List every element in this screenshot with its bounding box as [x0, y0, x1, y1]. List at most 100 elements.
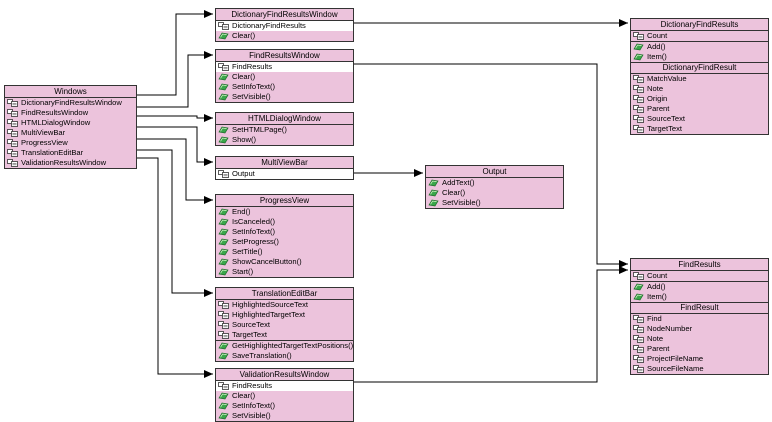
property-icon	[633, 75, 644, 83]
property-row[interactable]: FindResultsWindow	[5, 108, 136, 118]
method-row[interactable]: SaveTranslation()	[216, 351, 353, 361]
method-row[interactable]: End()	[216, 207, 353, 217]
property-row[interactable]: SourceText	[631, 114, 768, 124]
property-icon	[218, 22, 229, 30]
member-label: MatchValue	[647, 74, 687, 83]
method-row[interactable]: SetHTMLPage()	[216, 125, 353, 135]
method-icon	[218, 83, 229, 91]
property-row[interactable]: MatchValue	[631, 74, 768, 84]
class-title: DictionaryFindResultsWindow	[216, 9, 353, 21]
arrowhead-dfr	[619, 19, 628, 27]
property-row[interactable]: NodeNumber	[631, 324, 768, 334]
method-icon	[633, 43, 644, 51]
method-row[interactable]: Clear()	[216, 391, 353, 401]
property-row[interactable]: Origin	[631, 94, 768, 104]
property-row[interactable]: SourceFileName	[631, 364, 768, 374]
method-row[interactable]: SetVisible()	[216, 411, 353, 421]
method-row[interactable]: Clear()	[216, 31, 353, 41]
property-row[interactable]: FindResults	[216, 62, 353, 72]
method-row[interactable]: IsCanceled()	[216, 217, 353, 227]
property-row[interactable]: Note	[631, 84, 768, 94]
method-icon	[218, 392, 229, 400]
arrowhead-fr	[619, 266, 628, 274]
member-label: FindResults	[232, 381, 273, 390]
property-row[interactable]: DictionaryFindResults	[216, 21, 353, 31]
method-icon	[218, 208, 229, 216]
method-row[interactable]: SetVisible()	[216, 92, 353, 102]
property-row[interactable]: HighlightedSourceText	[216, 300, 353, 310]
property-icon	[218, 301, 229, 309]
method-row[interactable]: SetInfoText()	[216, 401, 353, 411]
method-icon	[633, 293, 644, 301]
property-row[interactable]: ProgressView	[5, 138, 136, 148]
member-label: IsCanceled()	[232, 217, 276, 226]
method-row[interactable]: Clear()	[216, 72, 353, 82]
method-row[interactable]: Add()	[631, 282, 768, 292]
method-row[interactable]: Show()	[216, 135, 353, 145]
method-row[interactable]: Start()	[216, 267, 353, 277]
property-row[interactable]: TranslationEditBar	[5, 148, 136, 158]
property-icon	[7, 109, 18, 117]
method-icon	[218, 342, 229, 350]
member-label: Origin	[647, 94, 668, 103]
member-label: Note	[647, 334, 664, 343]
property-row[interactable]: MultiViewBar	[5, 128, 136, 138]
method-row[interactable]: SetTitle()	[216, 247, 353, 257]
connector-windows-to-teb	[137, 149, 213, 294]
class-title: HTMLDialogWindow	[216, 113, 353, 125]
method-row[interactable]: SetInfoText()	[216, 82, 353, 92]
property-row[interactable]: SourceText	[216, 320, 353, 330]
property-row[interactable]: FindResults	[216, 381, 353, 391]
method-row[interactable]: SetInfoText()	[216, 227, 353, 237]
connector-windows-to-mvb	[137, 126, 213, 163]
property-row[interactable]: Parent	[631, 104, 768, 114]
method-row[interactable]: Item()	[631, 292, 768, 302]
property-row[interactable]: ProjectFileName	[631, 354, 768, 364]
property-icon	[633, 345, 644, 353]
member-label: Add()	[647, 282, 666, 291]
member-label: FindResultsWindow	[21, 108, 89, 117]
member-label: TranslationEditBar	[21, 148, 84, 157]
property-row[interactable]: TargetText	[216, 330, 353, 341]
property-row[interactable]: Count	[631, 271, 768, 282]
property-row[interactable]: DictionaryFindResultsWindow	[5, 98, 136, 108]
arrowhead-mvb	[204, 158, 213, 166]
property-row[interactable]: HighlightedTargetText	[216, 310, 353, 320]
member-label: NodeNumber	[647, 324, 693, 333]
property-row[interactable]: TargetText	[631, 124, 768, 134]
connector-frw-to-fr	[354, 63, 628, 265]
method-row[interactable]: Clear()	[426, 188, 563, 198]
property-row[interactable]: Parent	[631, 344, 768, 354]
property-row[interactable]: HTMLDialogWindow	[5, 118, 136, 128]
method-row[interactable]: ShowCancelButton()	[216, 257, 353, 267]
member-label: Clear()	[232, 72, 256, 81]
property-icon	[633, 355, 644, 363]
method-row[interactable]: Add()	[631, 42, 768, 52]
member-label: ValidationResultsWindow	[21, 158, 107, 167]
method-icon	[428, 199, 439, 207]
property-row[interactable]: Find	[631, 314, 768, 324]
method-row[interactable]: SetVisible()	[426, 198, 563, 208]
property-row[interactable]: ValidationResultsWindow	[5, 158, 136, 168]
member-label: Item()	[647, 292, 667, 301]
property-icon	[218, 382, 229, 390]
property-row[interactable]: Note	[631, 334, 768, 344]
method-row[interactable]: SetProgress()	[216, 237, 353, 247]
method-row[interactable]: Item()	[631, 52, 768, 62]
member-label: ProjectFileName	[647, 354, 704, 363]
property-row[interactable]: Output	[216, 169, 353, 179]
method-row[interactable]: AddText()	[426, 178, 563, 188]
method-row[interactable]: GetHighlightedTargetTextPositions()	[216, 341, 353, 351]
property-row[interactable]: Count	[631, 31, 768, 42]
